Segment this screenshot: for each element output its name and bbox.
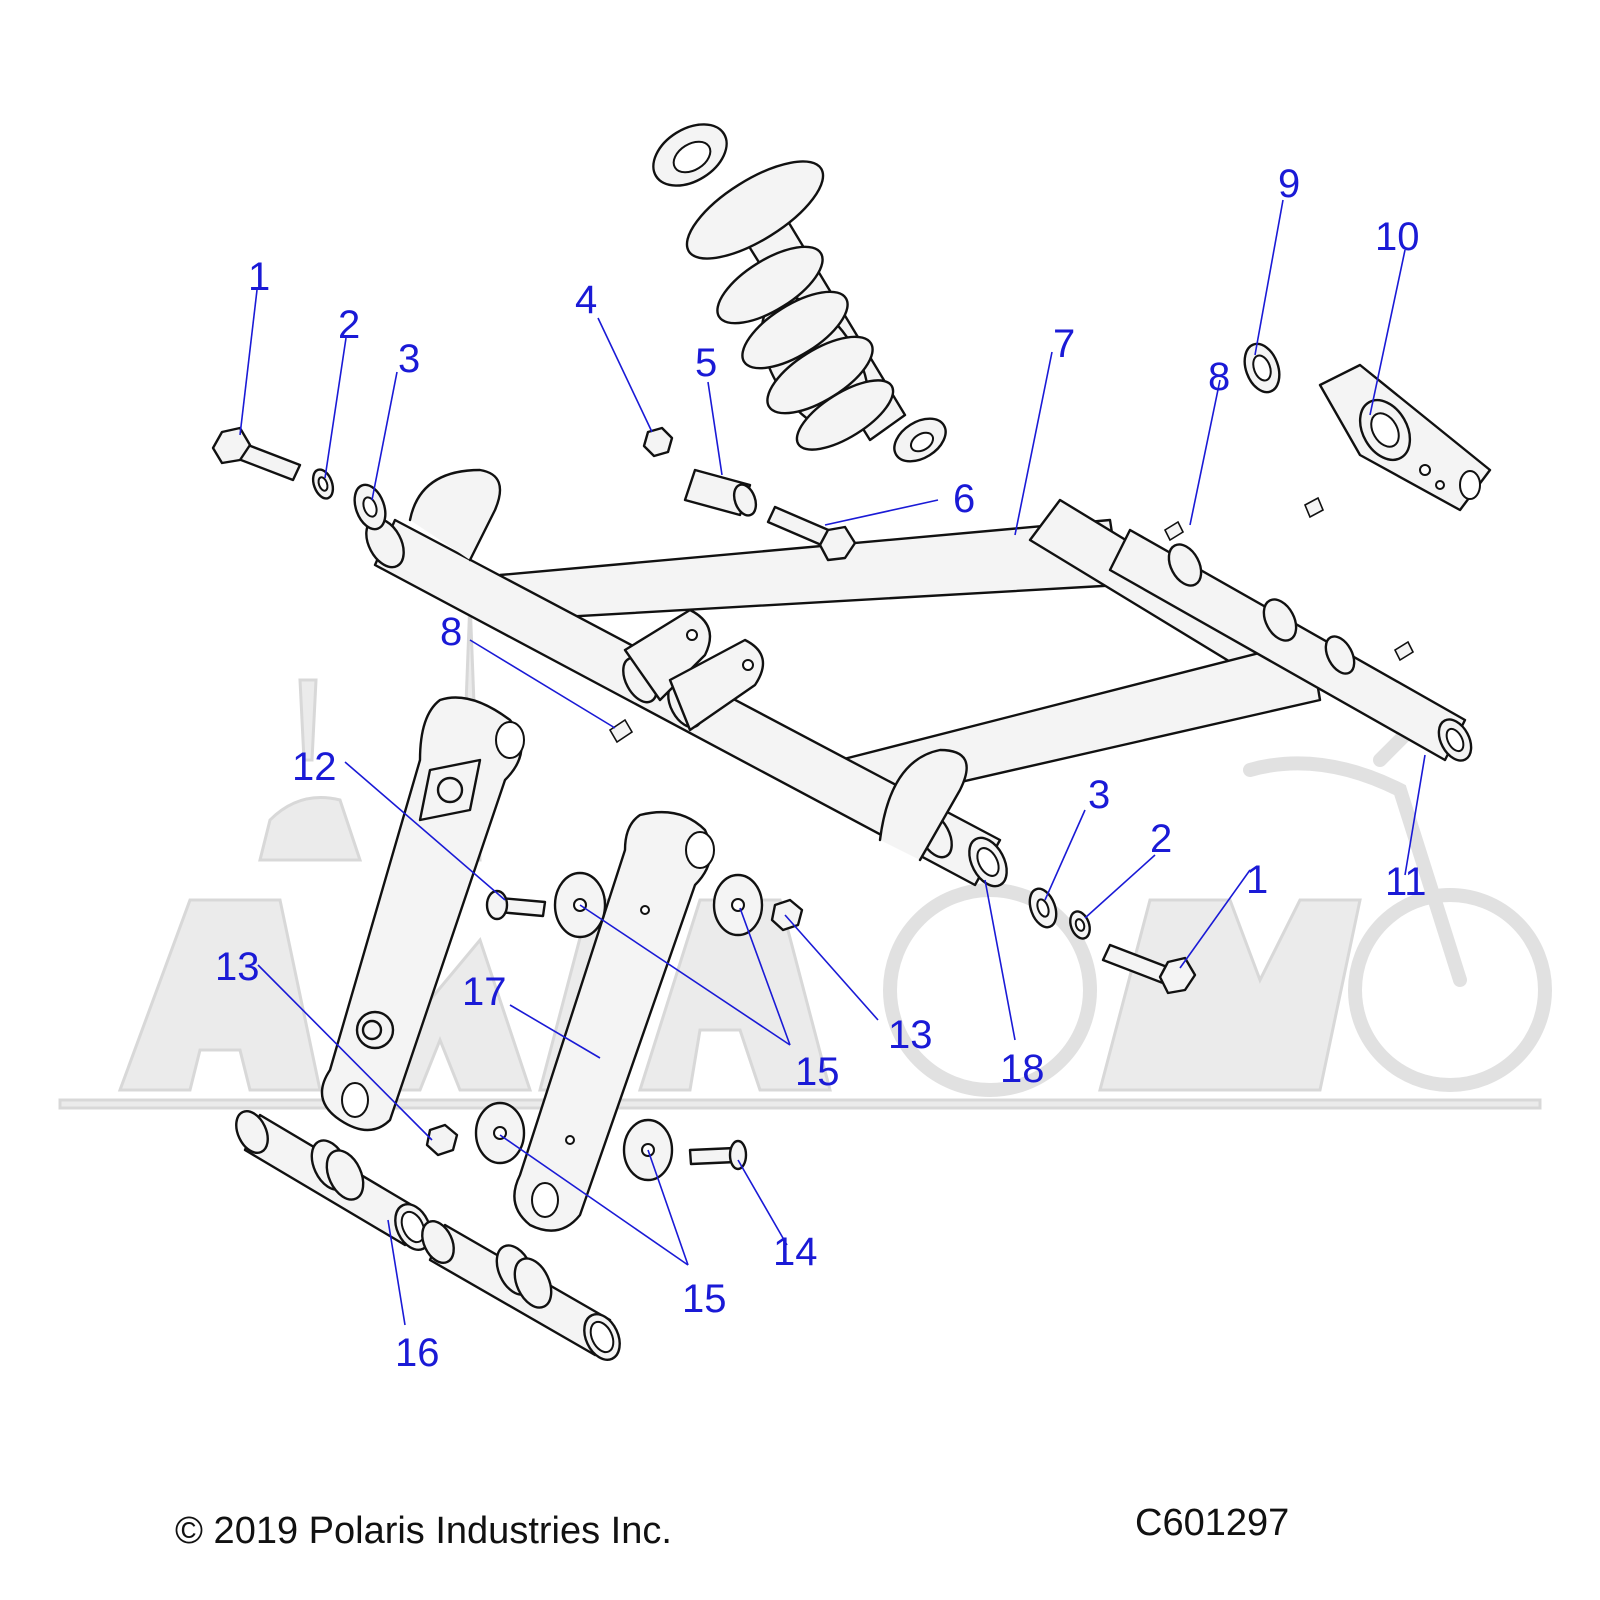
- bolt-1-lower: [1101, 943, 1197, 995]
- callout-4: 4: [575, 278, 597, 322]
- leader-lines: [239, 199, 1426, 1326]
- callout-15-upper: 15: [795, 1050, 840, 1094]
- callout-1-upper: 1: [248, 255, 270, 299]
- callout-11: 11: [1385, 860, 1427, 904]
- callout-5: 5: [695, 341, 717, 385]
- nuts-13: [425, 898, 804, 1157]
- washer-9: [1243, 342, 1281, 394]
- callout-9: 9: [1278, 162, 1300, 206]
- lock-washer-2-lower: [1069, 910, 1091, 940]
- bolt-14: [688, 1139, 748, 1171]
- bushing-5: [683, 468, 758, 517]
- link-plate-left: [320, 696, 525, 1132]
- callout-16: 16: [395, 1331, 440, 1375]
- bolt-1-upper: [211, 426, 302, 482]
- callout-10: 10: [1375, 215, 1420, 259]
- drawing-number: C601297: [1135, 1502, 1289, 1544]
- link-plate-17: [513, 811, 715, 1232]
- callout-3-upper: 3: [398, 337, 420, 381]
- callout-14: 14: [773, 1230, 818, 1274]
- callout-15-lower: 15: [682, 1277, 727, 1321]
- callout-13-right: 13: [888, 1013, 933, 1057]
- bracket-10: [1303, 363, 1492, 519]
- callout-12: 12: [292, 745, 337, 789]
- bushings-16: [235, 1110, 621, 1361]
- callout-8-left: 8: [440, 610, 462, 654]
- copyright-text: © 2019 Polaris Industries Inc.: [175, 1510, 672, 1552]
- bolt-6: [766, 505, 857, 562]
- callout-3-lower: 3: [1088, 773, 1110, 817]
- callout-6: 6: [953, 477, 975, 521]
- nut-4: [642, 426, 674, 458]
- callout-2-upper: 2: [338, 303, 360, 347]
- callout-13-left: 13: [215, 945, 260, 989]
- callout-17: 17: [462, 970, 507, 1014]
- washer-3-upper: [353, 483, 387, 531]
- lock-washer-2-upper: [311, 468, 335, 500]
- callout-1-lower: 1: [1246, 858, 1268, 902]
- callout-2-lower: 2: [1150, 817, 1172, 861]
- shock-absorber: [652, 123, 947, 463]
- callout-7: 7: [1053, 322, 1075, 366]
- callout-labels: 1 2 3 4 5 6 7 8 8 9 10 11 12 13 13 14 15…: [215, 162, 1427, 1375]
- bolt-12: [485, 889, 547, 921]
- washer-3-lower: [1028, 887, 1058, 929]
- callout-8-right: 8: [1208, 355, 1230, 399]
- callout-18: 18: [1000, 1047, 1045, 1091]
- swing-arm: [365, 468, 1473, 888]
